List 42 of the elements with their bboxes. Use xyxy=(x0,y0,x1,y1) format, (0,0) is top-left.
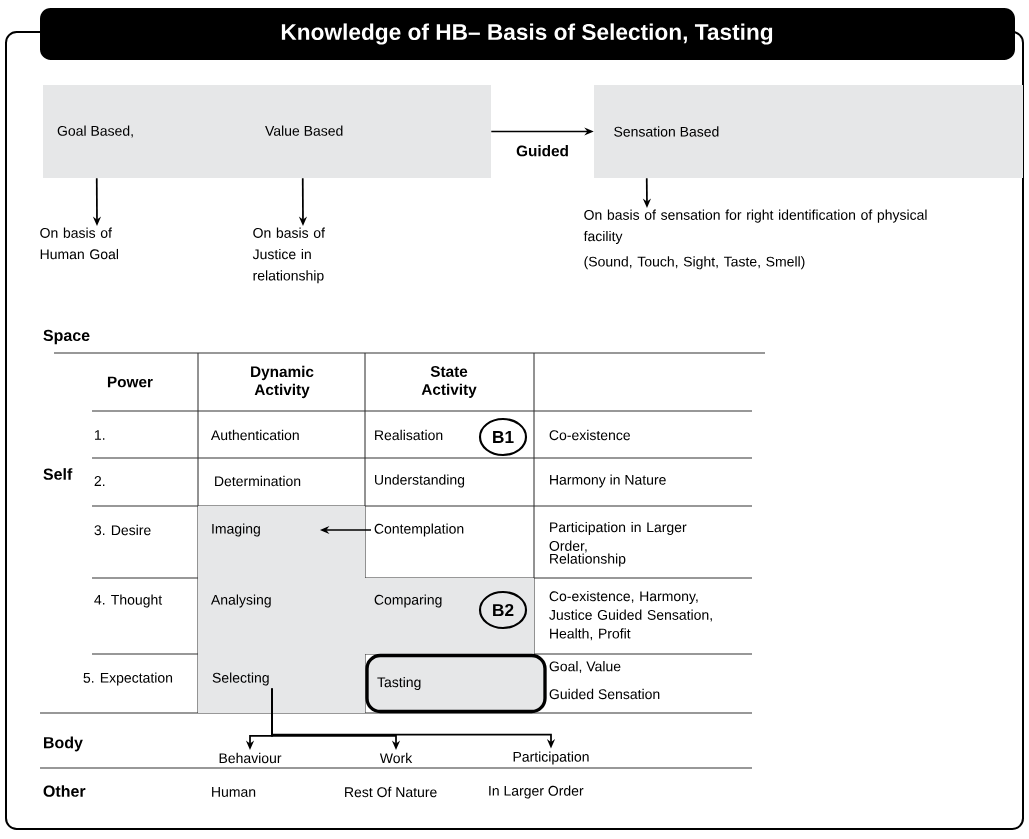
title-banner: Knowledge of HB– Basis of Selection, Tasting xyxy=(40,8,1015,60)
node-label: Imaging xyxy=(212,523,260,537)
row-label: Space xyxy=(43,329,90,345)
node-label: Selecting xyxy=(212,672,269,686)
row-label: Other xyxy=(43,785,86,797)
cell-text: Authentication xyxy=(210,429,299,441)
cell-text: 4. Thought xyxy=(94,594,163,608)
row-label: Body xyxy=(44,736,83,752)
table-cell: Selecting xyxy=(198,654,365,713)
column-header: Power xyxy=(107,376,153,388)
note-text: On basis of sensation for right identification of physical facility (Sound, Touch, Sight, Taste, Smell) xyxy=(583,209,927,270)
cell-text: Realisation xyxy=(375,429,443,441)
column-header: Dynamic Activity xyxy=(251,365,314,399)
cell-text: Rest Of Nature xyxy=(345,786,437,798)
process-box: Goal Based, Value Based xyxy=(43,85,491,178)
cell-text: Goal, Value xyxy=(549,661,621,673)
highlight-box: Tasting xyxy=(365,653,547,714)
cell-text: 2. xyxy=(94,476,105,486)
branch-text: Participation xyxy=(513,751,589,765)
cell-text: In Larger Order xyxy=(489,785,584,799)
cell-text: 1. xyxy=(95,430,105,440)
edge-label: Guided xyxy=(514,143,571,158)
branch-text: Behaviour xyxy=(219,752,282,764)
cell-text: 5. Expectation xyxy=(83,672,173,686)
process-box: Sensation Based xyxy=(594,85,1023,178)
branch-text: Work xyxy=(379,752,413,764)
table-cell: Analysing xyxy=(198,578,365,654)
cell-text: Contemplation xyxy=(374,523,464,537)
cell-text: Determination xyxy=(215,475,301,487)
note-text: On basis of Justice in relationship xyxy=(252,227,325,284)
note-text: On basis of Human Goal xyxy=(40,227,118,260)
cell-text: Co-existence, Harmony, Justice Guided Sensation, Health, Profit xyxy=(549,590,712,641)
cell-text: Co-existence xyxy=(549,429,630,441)
table-cell: Imaging xyxy=(198,506,365,578)
cell-text: 3. Desire xyxy=(94,524,151,536)
cell-text: Human xyxy=(212,787,256,797)
cell-text: Understanding xyxy=(375,474,465,488)
cell-text: Relationship xyxy=(550,553,626,567)
cell-text: Participation in Larger Order, xyxy=(549,521,687,553)
cell-text: Harmony in Nature xyxy=(550,474,666,488)
column-header: State Activity xyxy=(421,366,477,398)
row-label: Self xyxy=(43,468,73,480)
